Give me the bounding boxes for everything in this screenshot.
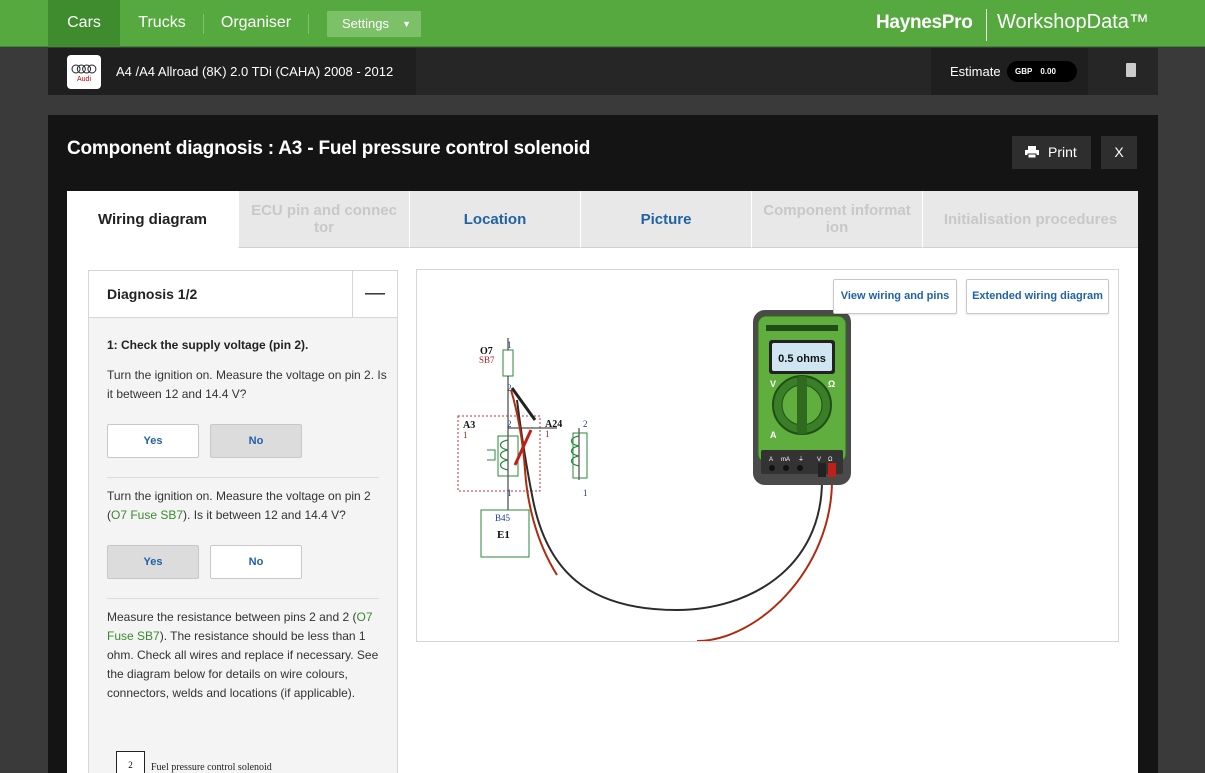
dial-label: A [770, 430, 777, 440]
tab-initialisation-procedures: Initialisation procedures [922, 191, 1138, 248]
q2-no-button[interactable]: No [210, 545, 302, 579]
dial-label: Ω [828, 379, 835, 389]
brand-separator [986, 9, 987, 41]
legend-label: Fuel pressure control solenoid [151, 762, 272, 773]
pin-label: 1 [507, 340, 512, 350]
extended-wiring-diagram-button[interactable]: Extended wiring diagram [966, 279, 1109, 314]
make-logo: Audi [67, 55, 101, 89]
vehicle-selector[interactable]: Audi A4 /A4 Allroad (8K) 2.0 TDi (CAHA) … [48, 48, 416, 95]
estimate-label: Estimate [950, 64, 1001, 79]
calculator-icon[interactable] [1126, 63, 1136, 77]
pin-label: 1 [507, 488, 512, 498]
multimeter-display [772, 343, 832, 371]
vehicle-title: A4 /A4 Allroad (8K) 2.0 TDi (CAHA) 2008 … [116, 64, 394, 79]
modal-title: Component diagnosis : A3 - Fuel pressure… [67, 138, 591, 159]
pin-label: 1 [583, 488, 588, 498]
dial-label: V [770, 379, 776, 389]
a24-pin-label: 1 [545, 429, 550, 439]
tab-wiring-diagram[interactable]: Wiring diagram [67, 191, 238, 248]
q1-no-button[interactable]: No [210, 424, 302, 458]
a24-label: A24 [545, 419, 562, 430]
fuse-sub-label: SB7 [479, 355, 495, 365]
tab-location[interactable]: Location [409, 191, 580, 248]
question-1: Turn the ignition on. Measure the voltag… [107, 368, 387, 401]
meter-reading: 0.5 ohms [778, 353, 826, 365]
fuse-id-label: O7 [480, 346, 493, 357]
question-2: Turn the ignition on. Measure the voltag… [107, 487, 387, 525]
q3-text-a: Measure the resistance between pins 2 an… [107, 610, 357, 624]
pin-label: 2 [507, 383, 512, 393]
chevron-down-icon: ▼ [402, 19, 411, 29]
estimate-currency: GBP [1015, 67, 1033, 76]
pin-label: 2 [507, 419, 512, 429]
step-title: 1: Check the supply voltage (pin 2). [107, 338, 309, 352]
printer-icon [1025, 146, 1039, 158]
nav-separator [203, 14, 204, 34]
print-button[interactable]: Print [1012, 136, 1091, 169]
terminal-label: V [817, 457, 821, 463]
q2-text-a: Turn the ignition on. Measure the voltag… [107, 489, 371, 522]
a24-coil [570, 435, 580, 467]
tab-picture[interactable]: Picture [580, 191, 751, 248]
terminal-label: mA [781, 457, 790, 463]
red-plug [828, 463, 836, 477]
black-probe-lead [516, 399, 823, 612]
print-label: Print [1048, 144, 1077, 160]
e1-ecu-box [480, 509, 530, 558]
audi-rings-icon [71, 64, 97, 74]
top-navigation: Cars Trucks Organiser Settings ▼ HaynesP… [0, 0, 1205, 47]
black-probe-tip [510, 387, 537, 421]
q2-text-b: ). Is it between 12 and 14.4 V? [183, 508, 346, 522]
red-probe-lead [510, 389, 833, 641]
e1-label: E1 [497, 529, 510, 541]
terminal-label: Ω [828, 457, 833, 463]
estimate-amount: 0.00 [1040, 67, 1056, 76]
wiring-diagram-panel: O7 SB7 1 2 A3 1 2 1 A24 1 [416, 269, 1119, 642]
solenoid-coil [499, 439, 509, 471]
fuse-link[interactable]: O7 Fuse SB7 [111, 508, 184, 522]
legend-number: 2 [116, 751, 145, 773]
b45-label: B45 [495, 513, 511, 523]
settings-label: Settings [342, 16, 389, 31]
divider [107, 598, 379, 599]
nav-organiser[interactable]: Organiser [220, 14, 292, 31]
tab-bar: Wiring diagram ECU pin and connec tor Lo… [67, 191, 1138, 248]
a3-component-box [457, 415, 541, 492]
component-diagnosis-modal: Component diagnosis : A3 - Fuel pressure… [48, 115, 1158, 773]
collapse-button[interactable]: — [352, 271, 397, 318]
view-wiring-pins-button[interactable]: View wiring and pins [833, 279, 957, 314]
product-name: WorkshopData™ [997, 11, 1149, 33]
pin-label: 2 [583, 419, 588, 429]
nav-separator [308, 14, 309, 34]
fuse-link[interactable]: O7 Fuse SB7 [107, 610, 373, 643]
terminal-label: A [769, 457, 773, 463]
diagnosis-panel: Diagnosis 1/2 — 1: Check the supply volt… [88, 270, 398, 773]
black-plug [818, 463, 826, 477]
a3-pin-label: 1 [463, 430, 468, 440]
fuse-symbol [502, 349, 514, 377]
brand-logo: HaynesPro [876, 12, 973, 33]
q1-yes-button[interactable]: Yes [107, 424, 199, 458]
nav-trucks[interactable]: Trucks [138, 14, 186, 31]
modal-content: Wiring diagram ECU pin and connec tor Lo… [67, 191, 1138, 773]
divider [107, 477, 379, 478]
tab-component-information: Component informat ion [751, 191, 922, 248]
wiring-diagram: O7 SB7 1 2 A3 1 2 1 A24 1 [457, 310, 851, 641]
estimate-widget[interactable]: Estimate GBP 0.00 [931, 48, 1088, 95]
red-probe-tip [513, 429, 533, 466]
a3-label: A3 [463, 420, 475, 431]
q3-text-b: ). The resistance should be less than 1 … [107, 629, 379, 700]
estimate-total: GBP 0.00 [1007, 61, 1077, 82]
tab-ecu-pin-connector: ECU pin and connec tor [238, 191, 409, 248]
nav-cars[interactable]: Cars [48, 0, 120, 47]
diagnosis-title: Diagnosis 1/2 [107, 286, 198, 302]
diagnosis-header: Diagnosis 1/2 — [89, 271, 397, 318]
terminal-label: ⏚ [798, 456, 804, 463]
make-logo-text: Audi [76, 76, 91, 83]
settings-dropdown[interactable]: Settings ▼ [327, 11, 421, 37]
instruction-3: Measure the resistance between pins 2 an… [107, 608, 387, 703]
q2-yes-button[interactable]: Yes [107, 545, 199, 579]
close-button[interactable]: X [1101, 136, 1137, 169]
vehicle-bar: Audi A4 /A4 Allroad (8K) 2.0 TDi (CAHA) … [48, 48, 1158, 95]
